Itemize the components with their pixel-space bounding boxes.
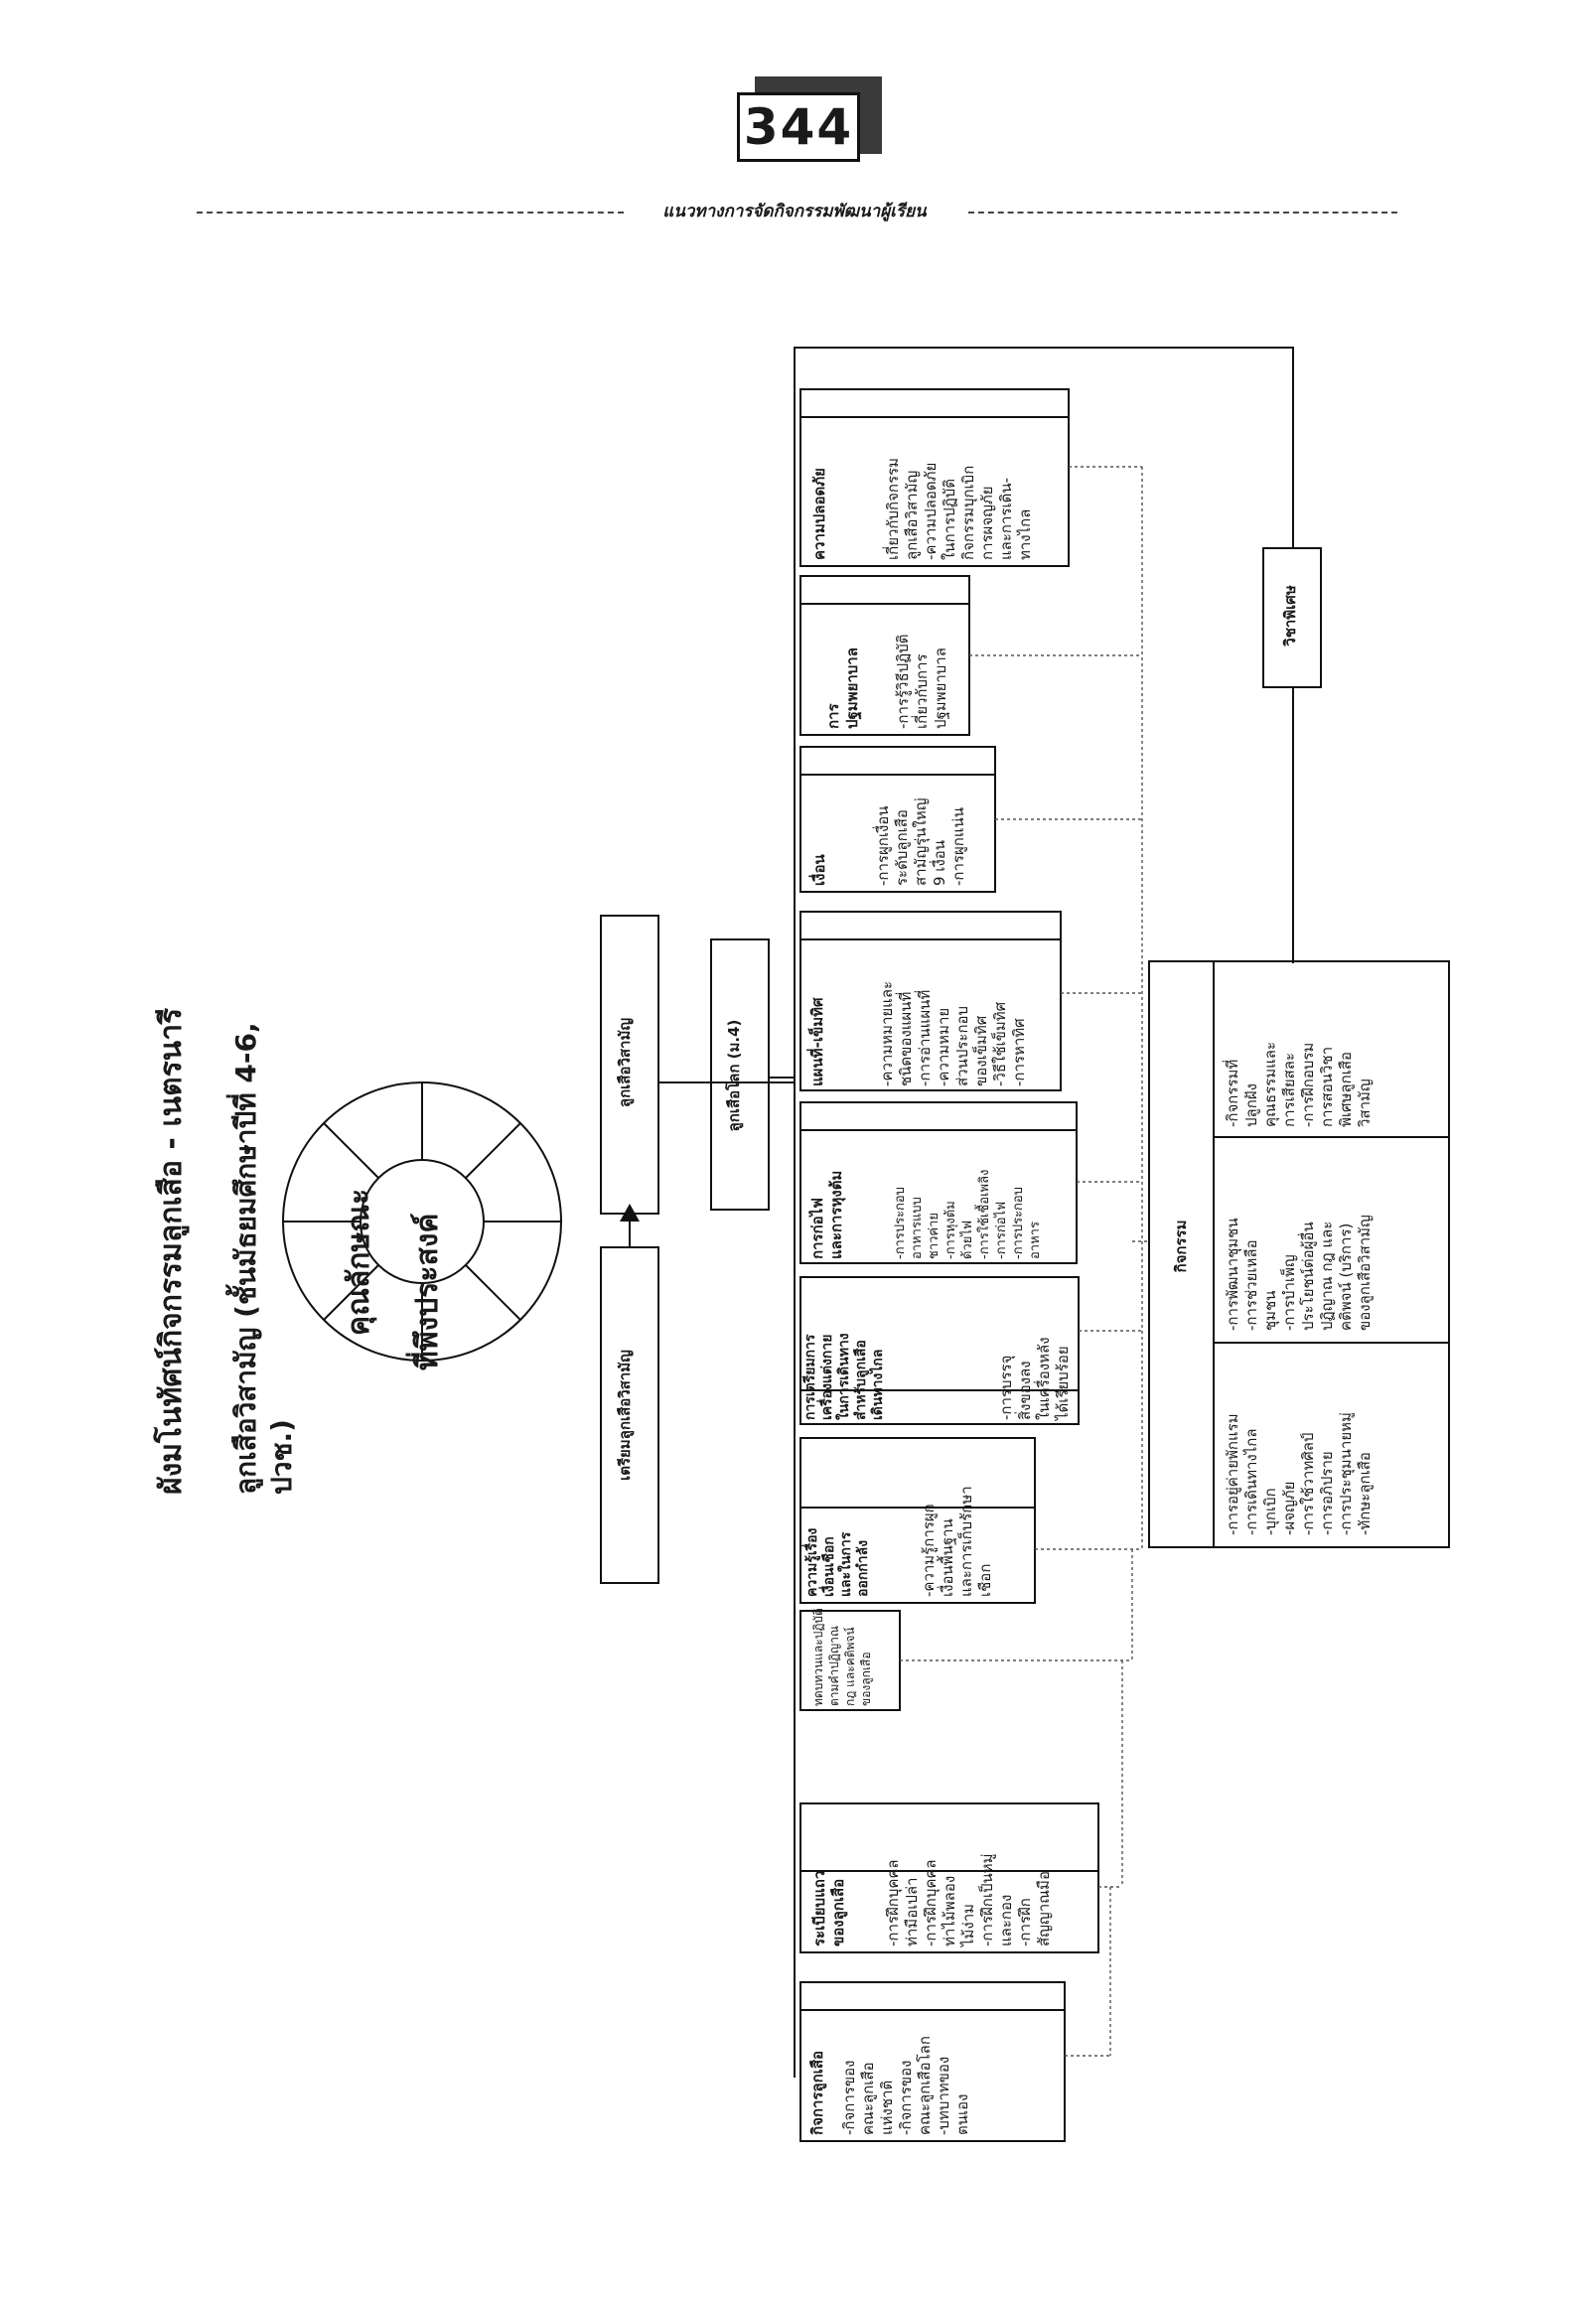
header-rule-right — [968, 212, 1397, 214]
header-title: แนวทางการจัดกิจกรรมพัฒนาผู้เรียน — [662, 202, 927, 221]
activities-box — [1148, 960, 1450, 1548]
activities-col2: -การพัฒนาชุมชน-การช่วยเหลือชุมชน-การบำเพ… — [1224, 1215, 1374, 1331]
title-line-2: ลูกเสือวิสามัญ (ชั้นมัธยมศึกษาปีที่ 4-6,… — [229, 1022, 298, 1495]
activities-title: กิจกรรม — [1172, 1220, 1190, 1273]
topic-9-title: การปฐมพยาบาล — [824, 648, 861, 729]
activities-col3: -กิจกรรมที่ปลูกฝังคุณธรรมและการเสียสละ-ก… — [1224, 1041, 1374, 1127]
page-number: 344 — [737, 92, 860, 162]
topic-10-items: เกี่ยวกับกิจกรรมลูกเสือวิสามัญ-ความปลอดภ… — [884, 458, 1034, 560]
sub-label: ลูกเสือโลก (ม.4) — [725, 1019, 743, 1132]
topic-5-title: การเตรียมการเครื่องแต่งกายในการเดินทางสำ… — [802, 1333, 886, 1420]
title-line-1: ผังมโนทัศน์กิจกรรมลูกเสือ - เนตรนารี — [154, 1007, 189, 1495]
sub-box — [710, 938, 770, 1211]
center-text-2: ที่พึงประสงค์ — [410, 1213, 445, 1371]
topic-7-items: -ความหมายและชนิดของแผนที่-การอ่านแผนที่-… — [878, 980, 1028, 1086]
activities-col1: -การอยู่ค่ายพักแรม-การเดินทางไกล-บุกเบิก… — [1224, 1412, 1374, 1535]
topic-8-items: -การผูกเงื่อนระดับลูกเสือสามัญรุ่นใหญ่9 … — [874, 797, 967, 886]
topic-1-title: กิจการลูกเสือ — [808, 2051, 826, 2135]
special-label: วิชาพิเศษ — [1281, 585, 1299, 647]
topic-9-items: -การรู้วิธีปฏิบัติเกี่ยวกับการปฐมพยาบาล — [894, 634, 949, 729]
prep-label: เตรียมลูกเสือวิสามัญ — [616, 1350, 634, 1481]
center-text-1: คุณลักษณะ — [342, 1188, 376, 1336]
topic-2-title: ระเบียบแถวของลูกเสือ — [810, 1870, 847, 1946]
topic-4-title: ความรู้เรื่องเงื่อนเชือกและในการออกกำลัง — [804, 1527, 871, 1597]
topic-7-title: แผนที่-เข็มทิศ — [808, 997, 826, 1086]
topic-4-items: -ความรู้การผูกเงื่อนพื้นฐานและการเก็บรัก… — [920, 1486, 994, 1597]
topic-6-items: -การประกอบอาหารแบบชาวค่าย-การหุงต้มด้วยไ… — [893, 1169, 1043, 1259]
topic-2-items: -การฝึกบุคคลท่ามือเปล่า-การฝึกบุคคลท่าไม… — [884, 1853, 1053, 1946]
header-rule-left — [197, 212, 624, 214]
center-circle — [282, 1081, 562, 1362]
topic-1-items: -กิจการของคณะลูกเสือแห่งชาติ-กิจการของคณ… — [840, 2036, 971, 2135]
arrow-head — [620, 1204, 640, 1222]
topic-3-items: ทดบทวนและปฏิบัติตามคำปฏิญาณกฎ และคติพจน์… — [811, 1608, 873, 1706]
topic-6-title: การก่อไฟและการหุงต้ม — [808, 1170, 845, 1259]
main-label: ลูกเสือวิสามัญ — [616, 1017, 634, 1108]
topic-10-title: ความปลอดภัย — [810, 468, 828, 560]
topic-5-items: -การบรรจุสิ่งของลงในเครื่องหลังได้เรียบร… — [997, 1337, 1072, 1420]
topic-8-title: เงื่อน — [810, 854, 828, 886]
topic-bracket — [794, 347, 1294, 2078]
